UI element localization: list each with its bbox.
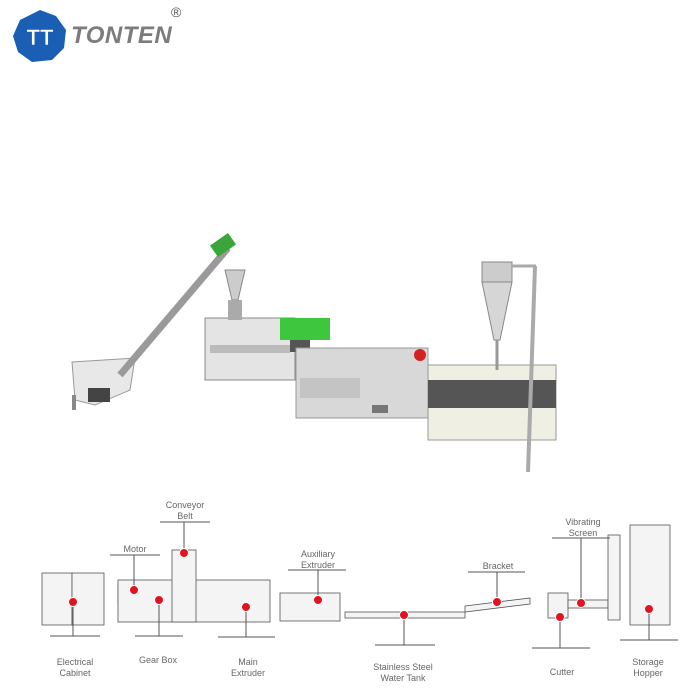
logo-emblem-icon: TT: [13, 10, 66, 62]
label-storage-hopper: Storage Hopper: [632, 657, 664, 678]
marker-screen: [576, 598, 586, 608]
label-conveyor-belt: Conveyor Belt: [165, 500, 205, 521]
brand-logo: TT TONTEN ®: [10, 4, 200, 64]
label-bracket: Bracket: [482, 561, 514, 571]
label-motor: Motor: [123, 544, 147, 554]
registered-mark: ®: [171, 4, 182, 20]
label-water-tank: Stainless Steel Water Tank: [373, 662, 433, 683]
marker-tank: [399, 610, 409, 620]
marker-bracket: [492, 597, 502, 607]
label-gear-box: Gear Box: [138, 655, 178, 665]
label-vibrating-screen: Vibrating Screen: [565, 517, 601, 538]
label-electrical-cabinet: Electrical Cabinet: [56, 657, 94, 678]
marker-cutter: [555, 612, 565, 622]
label-main-extruder: Main Extruder: [230, 657, 265, 678]
marker-conveyor: [179, 548, 189, 558]
marker-hopper: [644, 604, 654, 614]
marker-main: [241, 602, 251, 612]
brand-name: TONTEN: [71, 22, 173, 49]
marker-gearbox: [154, 595, 164, 605]
label-auxiliary-extruder: Auxiliary Extruder: [300, 549, 335, 570]
marker-aux: [313, 595, 323, 605]
label-cutter: Cutter: [549, 667, 575, 677]
marker-cabinet: [68, 597, 78, 607]
marker-motor: [129, 585, 139, 595]
svg-text:TT: TT: [27, 25, 54, 50]
